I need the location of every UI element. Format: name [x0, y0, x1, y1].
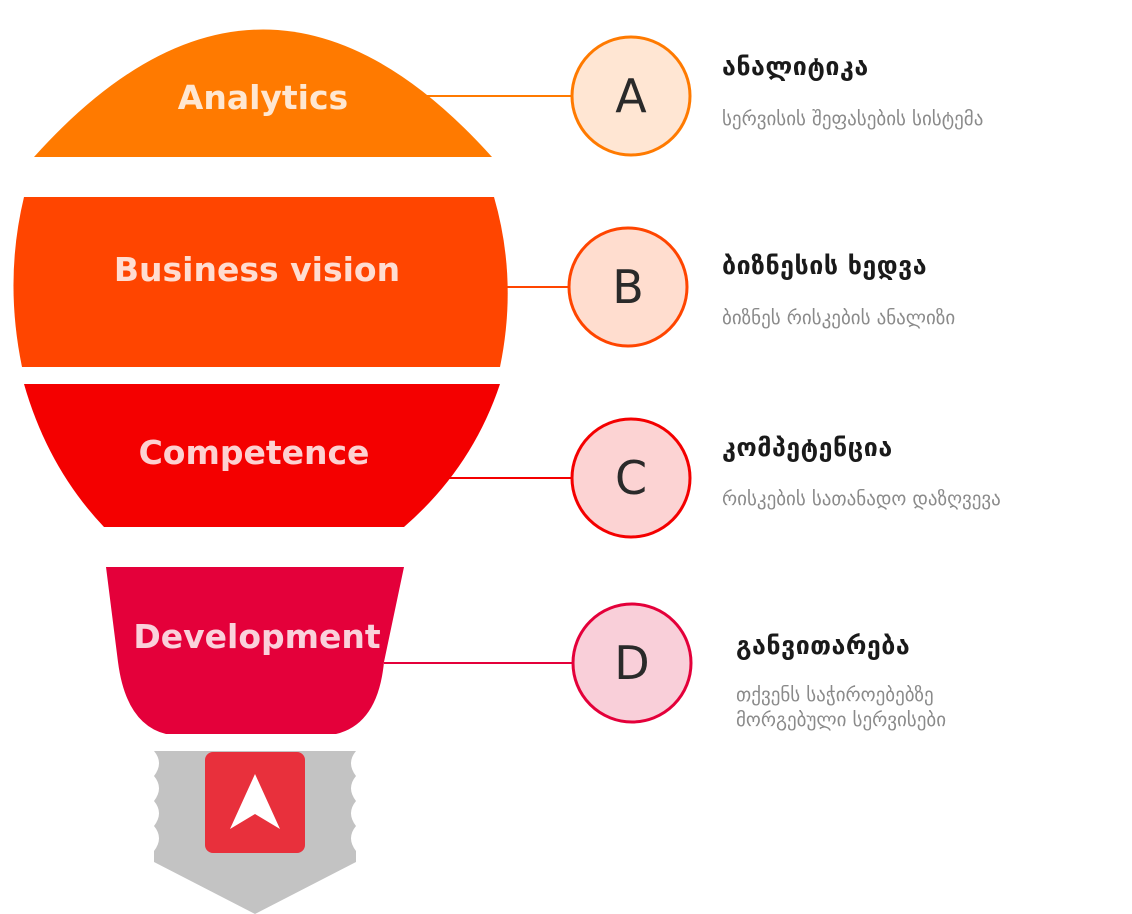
item-desc-a: სერვისის შეფასების სისტემა: [722, 108, 984, 130]
item-title-b: ბიზნესის ხედვა: [722, 251, 928, 280]
item-desc-b: ბიზნეს რისკების ანალიზი: [722, 307, 956, 329]
segment-business-vision: [13, 197, 508, 367]
segment-label-competence: Competence: [139, 433, 370, 472]
segment-development: [106, 567, 404, 734]
segment-analytics: [34, 29, 492, 157]
segment-competence: [24, 384, 500, 527]
item-desc-c: რისკების სათანადო დაზღვევა: [722, 488, 1001, 510]
segment-label-analytics: Analytics: [178, 78, 348, 117]
circle-letter-a: A: [615, 69, 647, 123]
item-desc-d-line2: მორგებული სერვისები: [736, 709, 947, 731]
circle-letter-d: D: [614, 636, 649, 690]
item-title-d: განვითარება: [736, 631, 911, 660]
circle-d: [571, 602, 693, 724]
circle-letter-b: B: [612, 260, 644, 314]
circle-b: [567, 226, 689, 348]
segment-label-development: Development: [133, 617, 381, 656]
item-title-c: კომპეტენცია: [722, 433, 893, 462]
circle-c: [570, 417, 692, 539]
navigation-arrow-icon: [230, 774, 280, 829]
segment-label-business-vision: Business vision: [114, 250, 400, 289]
item-desc-d: თქვენს საჭიროებებზე: [736, 684, 934, 706]
circle-letter-c: C: [615, 451, 647, 505]
item-title-a: ანალიტიკა: [722, 52, 869, 81]
circle-a: [570, 35, 692, 157]
